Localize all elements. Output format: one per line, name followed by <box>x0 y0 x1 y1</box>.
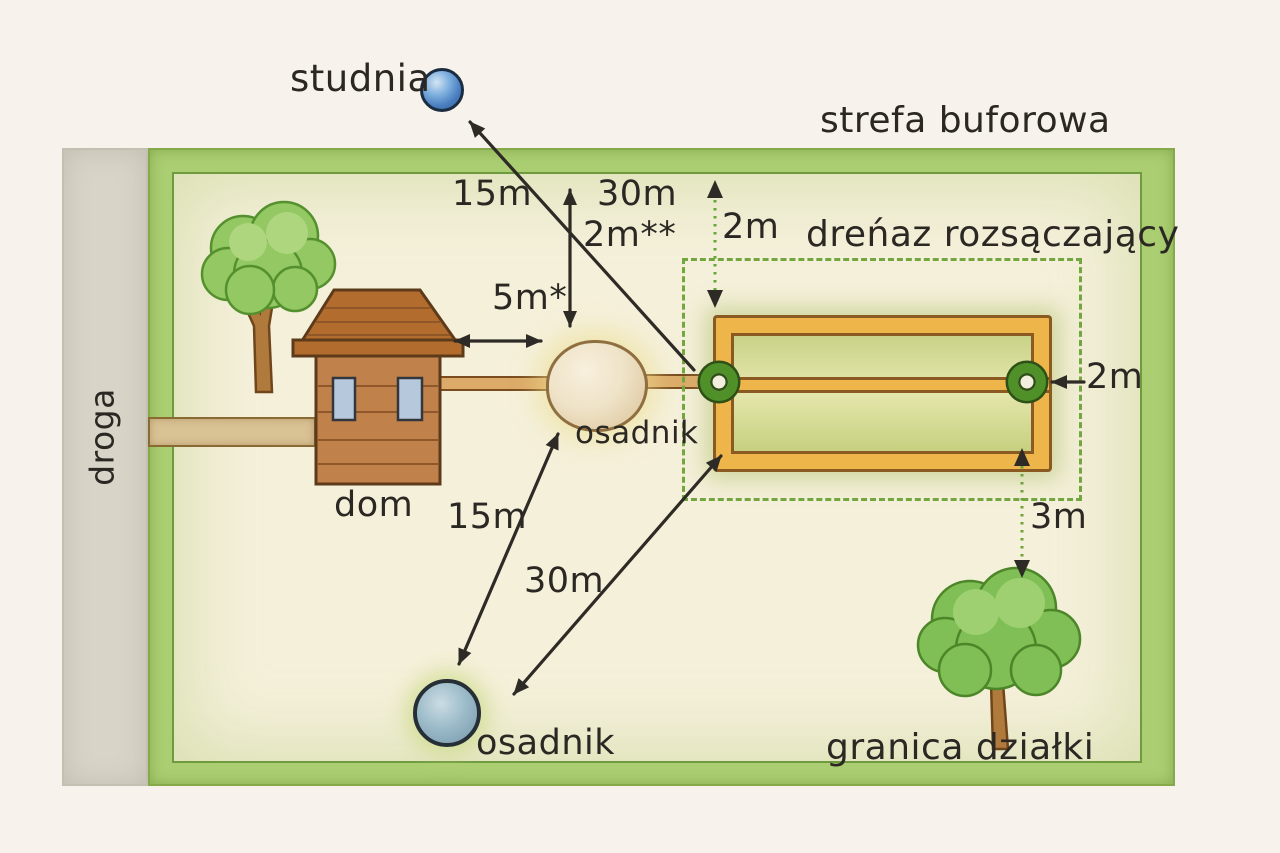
house <box>291 288 465 486</box>
label-2m-buffer-top: 2m <box>722 207 780 247</box>
label-osadnik-center: osadnik <box>575 415 699 451</box>
buffer-zone-dotted-rect <box>682 258 1082 501</box>
label-drenaz-rozsaczajacy: dreńaz rozsączający <box>806 214 1180 255</box>
label-droga: droga <box>82 388 122 486</box>
label-osadnik-bottom: osadnik <box>476 723 615 763</box>
drain-outlet-ring <box>1008 363 1046 401</box>
label-15m-upper: 15m <box>452 174 533 214</box>
label-2m-double-star: 2m** <box>583 215 677 255</box>
house-eaves <box>291 338 465 358</box>
road-strip <box>62 148 148 786</box>
tree-bottom-right <box>916 566 1082 751</box>
well-marker <box>420 68 464 112</box>
label-strefa-buforowa: strefa buforowa <box>820 100 1111 141</box>
label-15m-lower: 15m <box>447 497 528 537</box>
drain-field-center-pipe <box>716 377 1049 393</box>
label-studnia: studnia <box>290 57 431 100</box>
driveway <box>148 417 316 447</box>
label-2m-right: 2m <box>1086 357 1144 397</box>
label-dom: dom <box>334 485 414 525</box>
label-granica-dzialki: granica działki <box>826 727 1095 768</box>
label-30m-upper: 30m <box>597 174 678 214</box>
tree-top-left <box>200 200 337 394</box>
tree-foliage-highlight <box>229 212 308 261</box>
house-window-left <box>331 376 357 422</box>
tree-foliage-highlight <box>953 578 1045 635</box>
label-3m: 3m <box>1030 497 1088 537</box>
label-30m-lower: 30m <box>524 561 605 601</box>
roof-lines <box>308 307 450 336</box>
house-window-right <box>396 376 424 422</box>
tree-foliage <box>916 566 1082 698</box>
drain-inlet-ring <box>700 363 738 401</box>
lower-osadnik-marker <box>413 679 481 747</box>
label-5m-star: 5m* <box>492 278 568 318</box>
